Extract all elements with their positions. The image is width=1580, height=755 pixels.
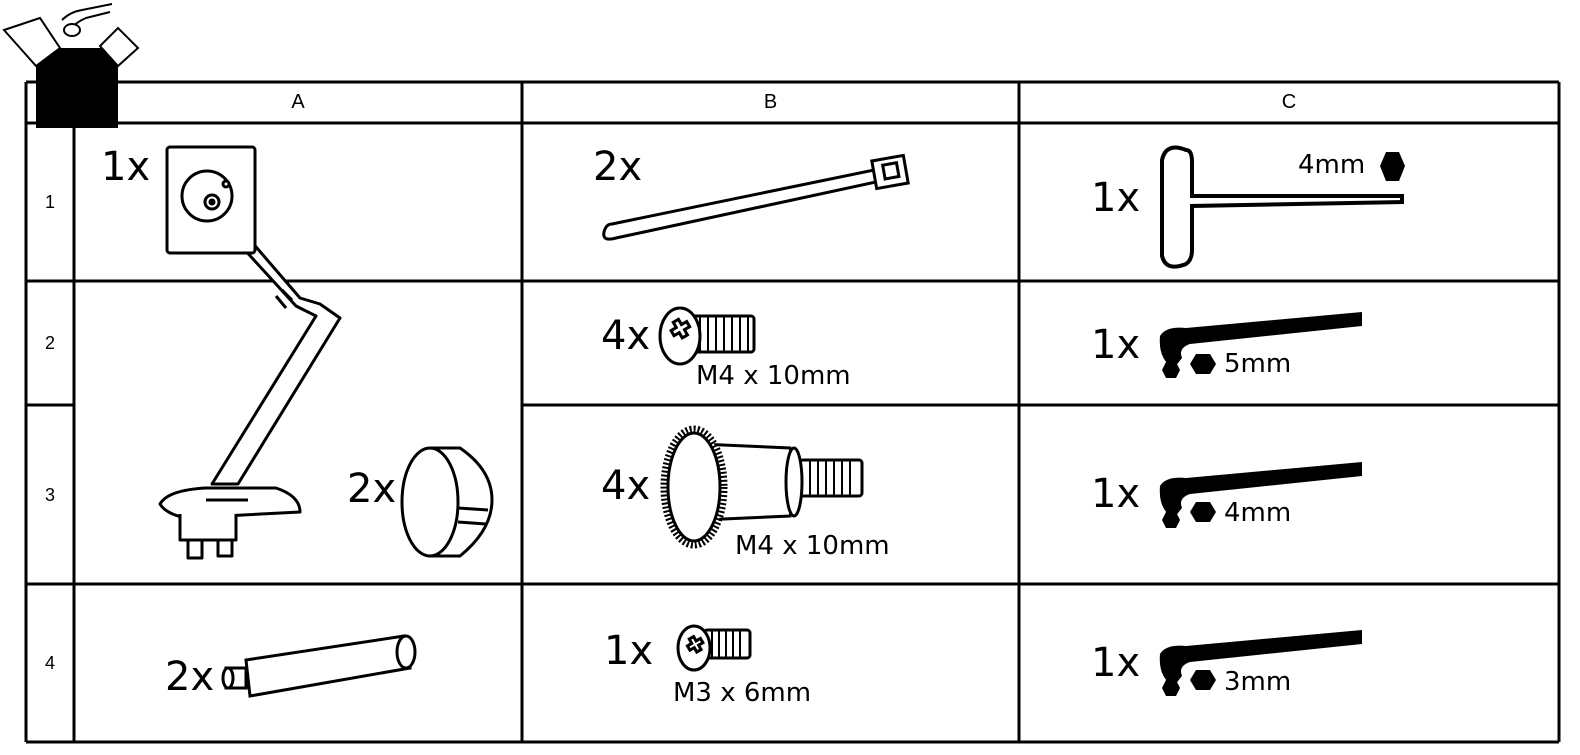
qty-b3: 4x — [601, 463, 651, 509]
column-header-b: B — [763, 91, 778, 113]
cable-tie-icon — [602, 153, 910, 241]
qty-b4: 1x — [604, 628, 654, 674]
column-header-a: A — [291, 91, 305, 113]
spec-c2: 5mm — [1224, 349, 1292, 379]
spec-c3: 4mm — [1224, 498, 1292, 528]
spec-c4: 3mm — [1224, 667, 1292, 697]
qty-a4: 2x — [165, 654, 215, 700]
cap-icon — [400, 446, 494, 558]
spec-b4: M3 x 6mm — [673, 678, 812, 708]
row-label-3: 3 — [44, 485, 55, 505]
row-label-4: 4 — [44, 653, 55, 673]
thumb-screw-icon — [660, 425, 864, 549]
unboxing-icon — [2, 3, 140, 128]
screw-icon — [676, 624, 752, 672]
spec-b2: M4 x 10mm — [696, 361, 851, 391]
t-handle-hex-key-icon — [1160, 145, 1405, 269]
qty-a1: 1x — [101, 144, 151, 190]
hex-key-icon — [1159, 462, 1362, 528]
spec-b3: M4 x 10mm — [735, 531, 890, 561]
monitor-arm-icon — [158, 145, 342, 560]
qty-a3: 2x — [347, 466, 397, 512]
qty-c4: 1x — [1091, 640, 1141, 686]
hex-key-icon — [1159, 312, 1362, 378]
hex-key-icon — [1159, 630, 1362, 696]
row-label-2: 2 — [44, 333, 55, 353]
qty-b2: 4x — [601, 313, 651, 359]
row-label-1: 1 — [44, 192, 55, 212]
spec-c1: 4mm — [1298, 150, 1366, 180]
qty-c1: 1x — [1091, 175, 1141, 221]
screw-icon — [658, 306, 756, 366]
qty-c2: 1x — [1091, 322, 1141, 368]
pin-icon — [221, 634, 417, 698]
qty-c3: 1x — [1091, 471, 1141, 517]
qty-b1: 2x — [593, 144, 643, 190]
column-header-c: C — [1281, 91, 1297, 113]
